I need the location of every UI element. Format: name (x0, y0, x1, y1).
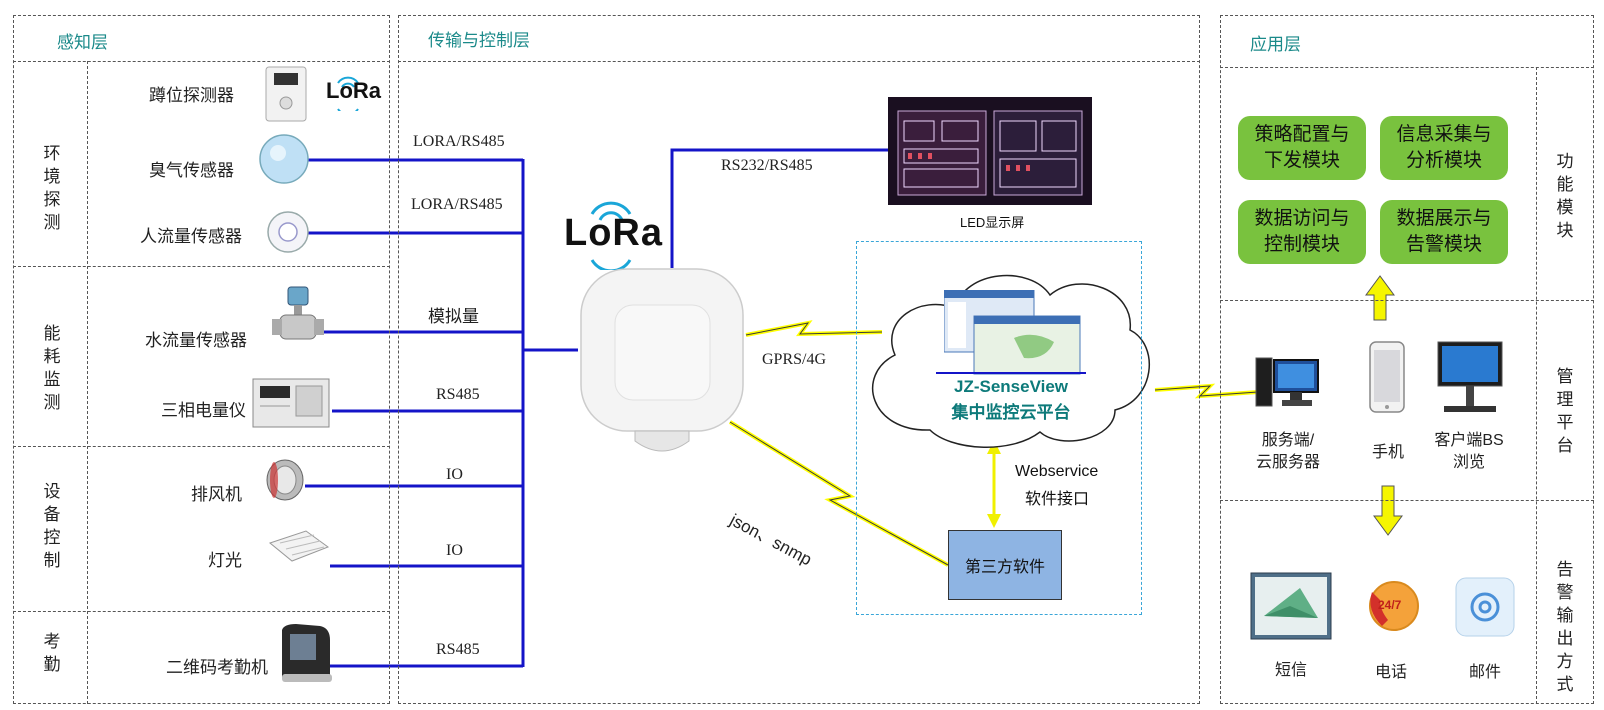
cloud-platform-frame (856, 241, 1142, 615)
squat-detector-icon (265, 66, 307, 122)
link-label-people: LORA/RS485 (411, 196, 503, 213)
lora-big-logo-waves (590, 201, 632, 270)
platform-label-browser: 客户端BS 浏览 (1434, 432, 1504, 471)
transport-layer-frame (398, 15, 1200, 704)
led-screen-icon (888, 97, 1092, 205)
led-caption: LED显示屏 (960, 215, 1025, 230)
link-label-water: 模拟量 (428, 307, 479, 326)
perception-layer-frame (13, 15, 390, 704)
app-group-function: 功能模块 (1556, 152, 1574, 240)
down-arrow (1373, 485, 1403, 536)
alarm-label-mail: 邮件 (1468, 664, 1501, 681)
phone-247-text: 24/7 (1378, 598, 1402, 612)
water-flow-sensor-icon (272, 286, 324, 340)
perception-layer-title: 感知层 (57, 33, 108, 52)
device-label-attendance: 二维码考勤机 (166, 658, 268, 677)
alarm-label-sms: 短信 (1274, 662, 1307, 679)
link-label-odor: LORA/RS485 (413, 133, 505, 150)
device-label-people: 人流量传感器 (140, 227, 242, 246)
group-energy: 能耗监测 (43, 324, 61, 412)
lora-gateway-icon (580, 268, 744, 452)
link-label-fan: IO (446, 466, 463, 483)
device-label-fan: 排风机 (191, 485, 242, 504)
lora-small-logo (320, 75, 376, 116)
link-label-led: RS232/RS485 (721, 157, 813, 174)
group-attendance: 考勤 (43, 632, 61, 674)
cloud-underline (936, 372, 1086, 374)
qr-attendance-icon (282, 624, 332, 682)
device-label-water: 水流量传感器 (145, 331, 247, 350)
application-layer-title: 应用层 (1250, 35, 1301, 54)
link-label-light: IO (446, 542, 463, 559)
module-display: 数据展示与 告警模块 (1380, 200, 1508, 264)
phone-icon (1369, 341, 1405, 413)
server-icon (1255, 357, 1319, 407)
webservice-label-2: 软件接口 (1025, 491, 1090, 508)
sms-icon (1250, 572, 1332, 640)
link-label-meter: RS485 (436, 386, 480, 403)
webservice-label-1: Webservice (1015, 463, 1099, 480)
exhaust-fan-icon (266, 459, 304, 501)
odor-sensor-icon (259, 134, 309, 184)
application-layer-frame (1220, 15, 1594, 704)
platform-label-server: 服务端/ 云服务器 (1255, 432, 1320, 471)
link-label-gprs: GPRS/4G (762, 351, 827, 368)
module-access: 数据访问与 控制模块 (1238, 200, 1366, 264)
cloud-platform-name: JZ-SenseView (953, 377, 1069, 396)
device-label-meter: 三相电量仪 (161, 401, 246, 420)
phone-247-icon (1369, 581, 1419, 631)
touchscreen-icon (1437, 341, 1503, 412)
software-screenshots-icon (944, 290, 1081, 375)
module-strategy: 策略配置与 下发模块 (1238, 116, 1366, 180)
cloud-platform-subtitle: 集中监控云平台 (951, 403, 1071, 422)
link-label-attendance: RS485 (436, 641, 480, 658)
app-group-platform: 管理平台 (1556, 367, 1574, 455)
mail-icon (1455, 577, 1515, 637)
app-group-alarm: 告警输出方式 (1556, 560, 1574, 694)
alarm-label-phone: 电话 (1374, 664, 1407, 681)
device-label-light: 灯光 (208, 551, 242, 570)
lora-big-text: LoRa (564, 212, 663, 254)
third-party-software-box: 第三方软件 (948, 530, 1062, 600)
platform-label-phone: 手机 (1371, 444, 1404, 461)
up-arrow (1365, 275, 1395, 321)
module-collection: 信息采集与 分析模块 (1380, 116, 1508, 180)
power-meter-icon (252, 378, 330, 428)
group-control: 设备控制 (43, 482, 61, 570)
people-counter-icon (267, 211, 309, 253)
light-icon (268, 530, 330, 562)
lora-small-text: LoRa (326, 78, 381, 103)
transport-layer-title: 传输与控制层 (428, 31, 530, 50)
link-led (670, 148, 888, 268)
device-label-odor: 臭气传感器 (149, 161, 234, 180)
device-label-squat: 蹲位探测器 (149, 86, 234, 105)
group-env: 环境探测 (43, 144, 61, 232)
